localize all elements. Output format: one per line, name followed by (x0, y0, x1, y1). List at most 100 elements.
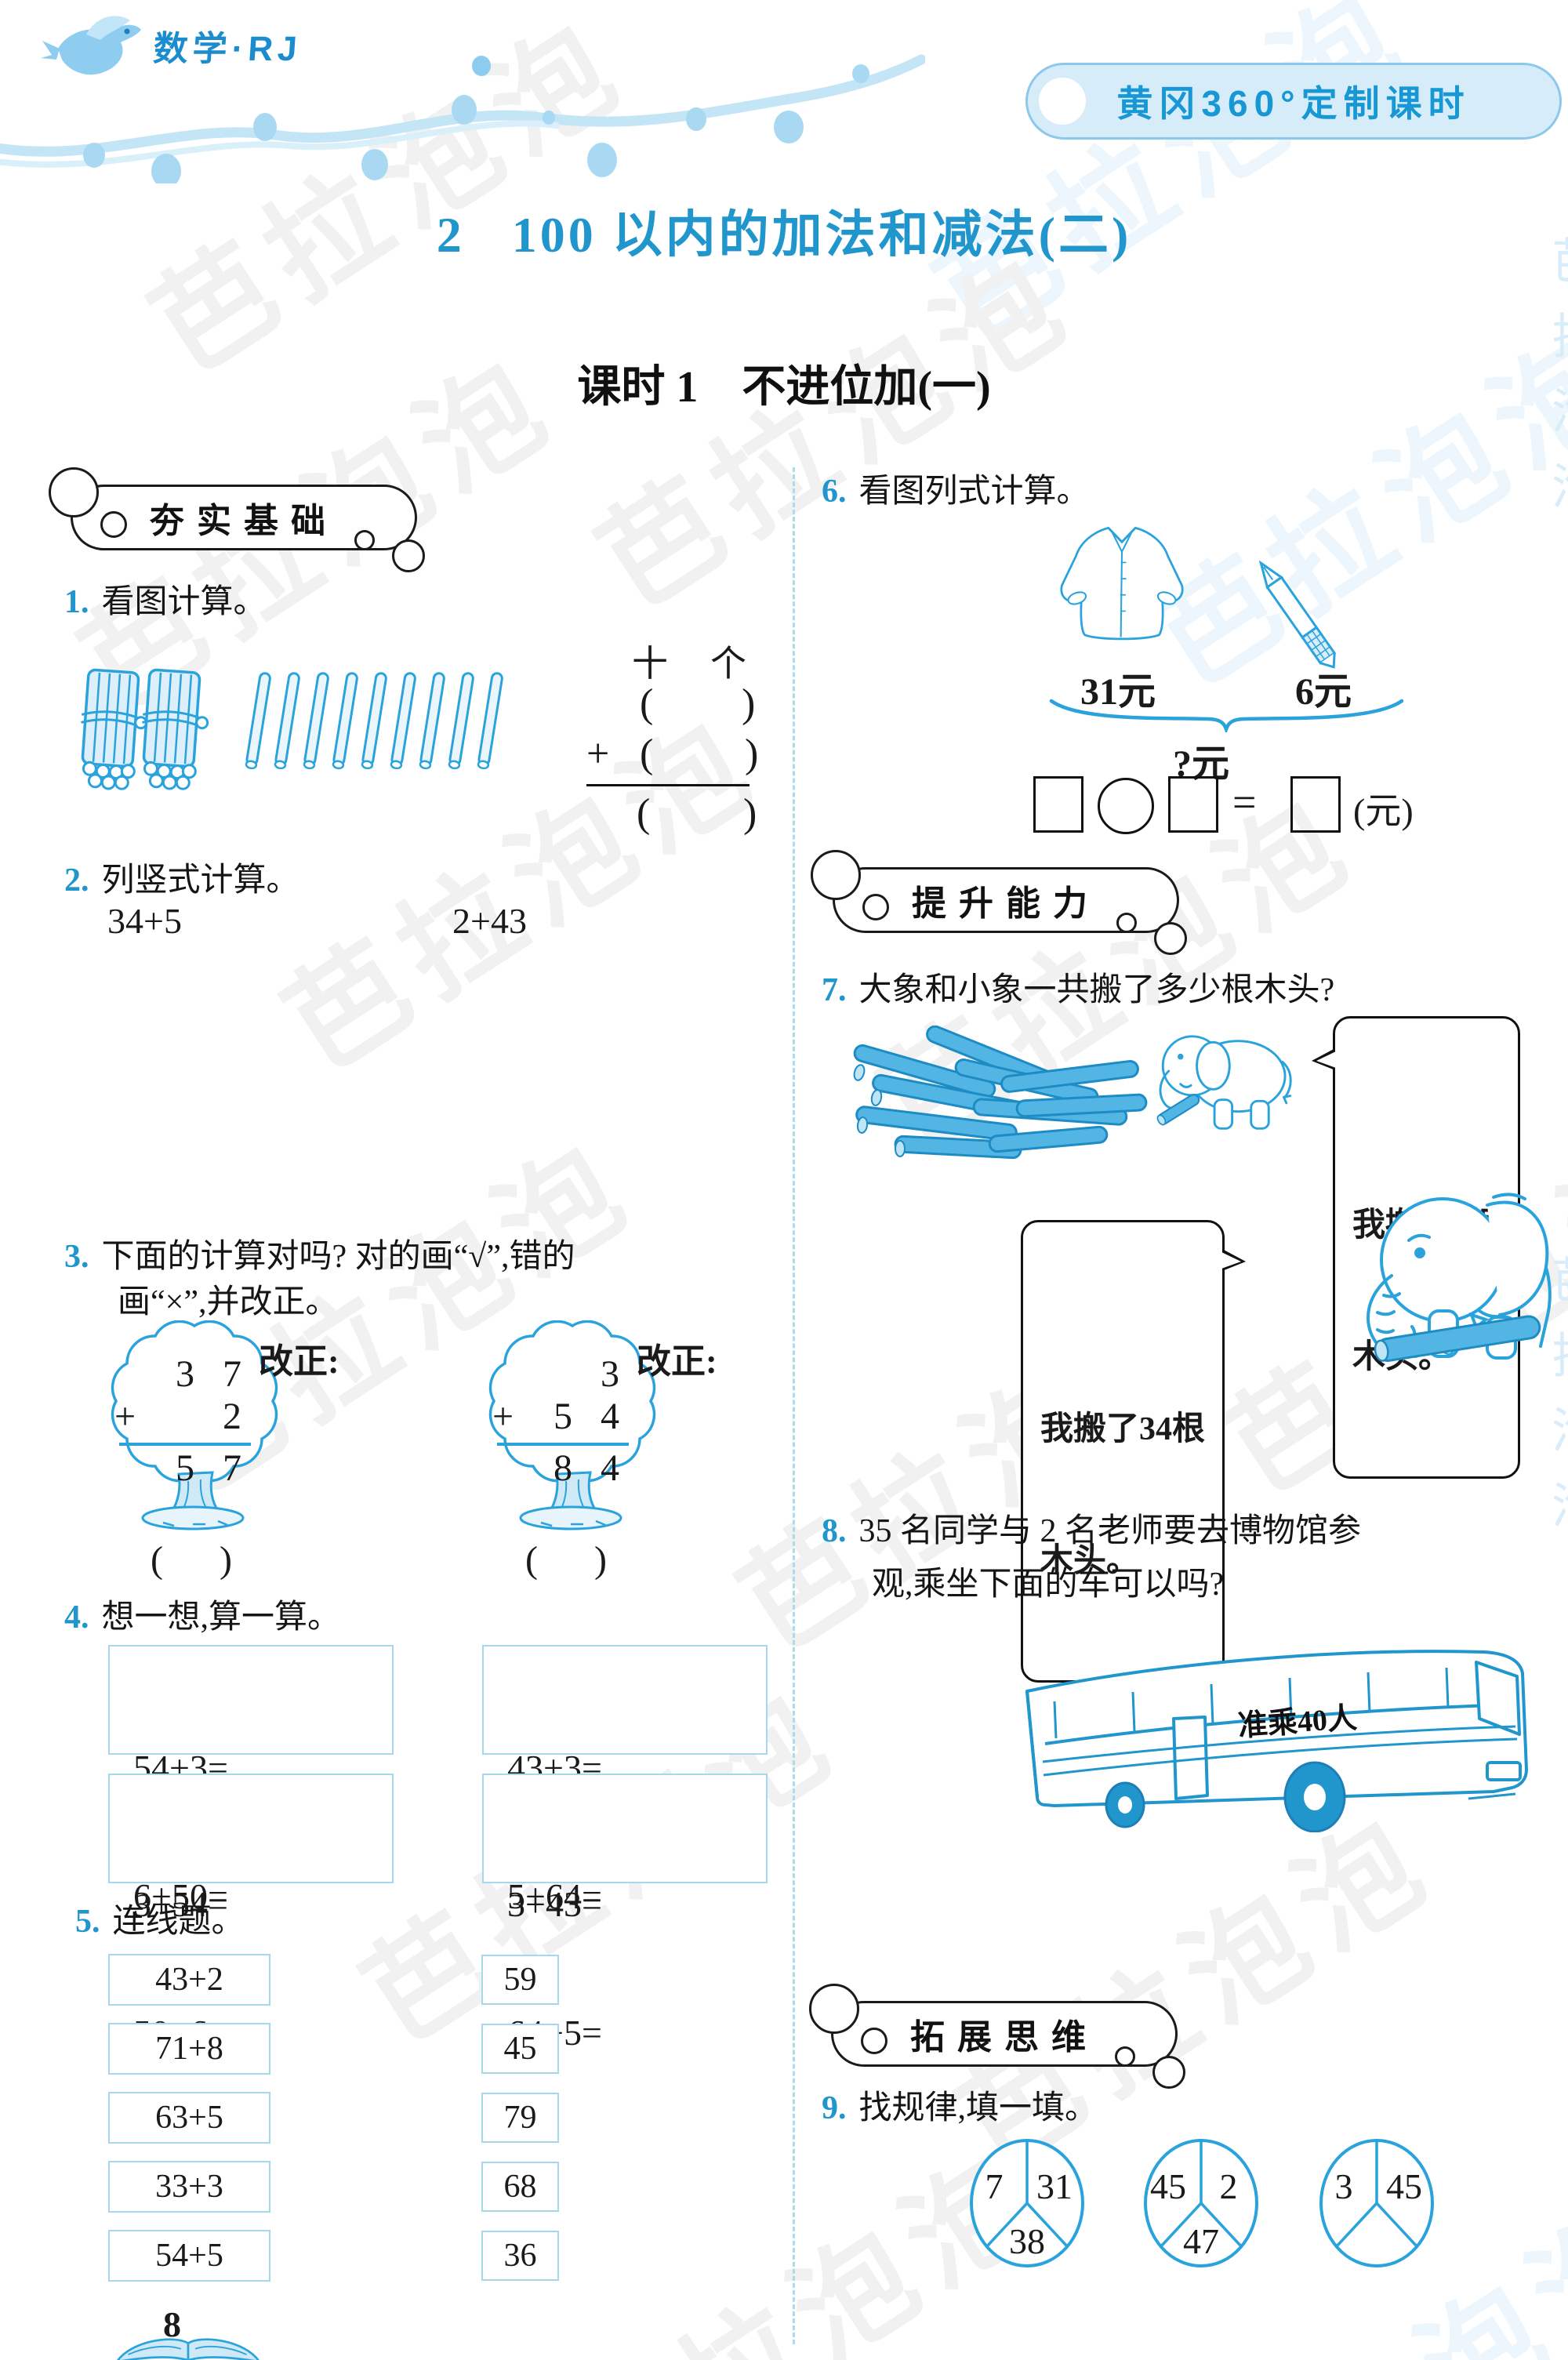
q3-number: 3. (64, 1239, 89, 1275)
q8-number: 8. (822, 1513, 847, 1549)
equation-box-2 (1168, 776, 1218, 833)
sum-line (586, 784, 750, 786)
match-left-value: 63+5 (155, 2100, 223, 2136)
pattern-circle-drawing (1144, 2139, 1258, 2267)
pattern-circle-drawing (970, 2139, 1084, 2267)
pill-circle (1154, 922, 1187, 955)
q6-text: 看图列式计算。 (858, 474, 1090, 510)
speech-bubble-big-elephant: 我搬了34根 木头。 (1021, 1220, 1247, 1683)
wave-decoration (0, 54, 925, 183)
pattern-circle-1: 7 31 38 (964, 2134, 1090, 2272)
tree-drawing (111, 1320, 278, 1530)
pill-circle (354, 530, 375, 550)
answer-paren: ) (742, 681, 756, 726)
q1-text: 看图计算。 (101, 584, 267, 620)
lesson-title: 课时 1 不进位加(一) (577, 363, 991, 412)
badge-label: 黄冈360°定制课时 (1116, 83, 1471, 124)
q7-number: 7. (822, 972, 847, 1008)
tree-check-1: 3 7 +2 5 7 (100, 1320, 289, 1532)
small-elephant-drawing (1156, 1035, 1292, 1130)
match-right-value: 45 (503, 2031, 537, 2067)
pattern-circle-drawing (1319, 2139, 1434, 2267)
sum-digits: 5 7 (176, 1447, 251, 1489)
section-expand-label: 拓展思维 (910, 2018, 1098, 2057)
bubble-tail (1221, 1252, 1242, 1269)
circle-value-right: 45 (1386, 2166, 1422, 2206)
q4-label: 4. 想一想,算一算。 (64, 1590, 340, 1638)
circle-value-right: 2 (1219, 2166, 1238, 2206)
section-improve: 提升能力 (833, 867, 1179, 933)
pill-circle (811, 850, 861, 900)
place-value-ones: 个 (710, 644, 746, 684)
calc-item: 3+54= (133, 1884, 228, 1924)
tree-drawing (488, 1320, 656, 1530)
match-right-box: 79 (481, 2093, 559, 2143)
circle-value-left: 45 (1150, 2166, 1186, 2206)
sum-line (119, 1443, 251, 1446)
match-right-value: 59 (503, 1962, 537, 1998)
match-right-value: 68 (503, 2169, 537, 2205)
addend-bottom: +2 (114, 1396, 251, 1438)
q6-number: 6. (822, 474, 847, 510)
judge-paren-2: ( ) (525, 1539, 607, 1581)
answer-paren: ) (745, 732, 759, 776)
watermark-edge-text: 芭拉泡泡 (1544, 235, 1568, 536)
place-value-tens: 十 (632, 644, 668, 684)
addend-top: 3 7 (176, 1353, 251, 1395)
subject-label: 数学·RJ (151, 30, 303, 68)
bubble-line: 木头。 (1040, 1543, 1140, 1579)
calc-box: 54+3= 3+54= (108, 1645, 394, 1924)
circle-value-bottom: 38 (1009, 2221, 1045, 2261)
q1-label: 1. 看图计算。 (64, 575, 267, 623)
answer-paren: ( (640, 681, 654, 726)
q2-label: 2. 列竖式计算。 (64, 853, 299, 901)
q4-text: 想一想,算一算。 (101, 1599, 341, 1636)
pill-circle (862, 894, 889, 920)
q6-label: 6. 看图列式计算。 (822, 464, 1090, 512)
bus-drawing: 准乘40人 (1025, 1650, 1528, 1832)
answer-paren: ( (640, 732, 654, 776)
unit-label: (元) (1353, 791, 1414, 831)
answer-paren: ) (743, 791, 757, 836)
unit-title: 2 100 以内的加法和减法(二) (0, 194, 1568, 267)
tree-check-2: 3 +5 4 8 4 (478, 1320, 666, 1532)
single-sticks (245, 672, 503, 770)
calc-box: 6+50= 50+6= (108, 1774, 394, 2053)
q7-label: 7. 大象和小象一共搬了多少根木头? (822, 963, 1334, 1011)
equation-result-box (1290, 776, 1341, 833)
plus-sign: + (586, 732, 610, 776)
unit-number: 2 (436, 207, 465, 263)
bubble-line: 我搬了34根 (1040, 1411, 1206, 1447)
match-right-box: 59 (481, 1955, 559, 2005)
addend-bottom-digits: 2 (223, 1396, 251, 1437)
addend-bottom-digits: 5 4 (554, 1396, 629, 1437)
q8-text-line2: 观,乘坐下面的车可以吗? (872, 1567, 1225, 1603)
plus-sign: + (492, 1396, 514, 1437)
price-shirt: 31元 (1080, 671, 1156, 713)
calc-box: 5+64= 64+5= (482, 1774, 768, 2053)
pattern-circle-2: 45 2 47 (1138, 2134, 1264, 2272)
calc-item: 6+50= (133, 1876, 228, 1916)
badge-dot (1039, 78, 1086, 125)
page-number: 8 (163, 2304, 181, 2344)
match-right-box: 45 (481, 2024, 559, 2074)
sum-line (497, 1443, 629, 1446)
match-right-value: 79 (503, 2100, 537, 2136)
brand-badge: 黄冈360°定制课时 (1025, 63, 1562, 140)
equation-operator-circle (1098, 778, 1154, 834)
match-left-value: 71+8 (155, 2031, 223, 2067)
pill-circle (392, 539, 425, 572)
q7-text: 大象和小象一共搬了多少根木头? (858, 972, 1335, 1008)
addend-bottom: +5 4 (492, 1396, 629, 1438)
q2-item-1: 34+5 (107, 901, 182, 941)
q9-label: 9. 找规律,填一填。 (822, 2081, 1098, 2129)
equation-box-1 (1033, 776, 1083, 833)
answer-paren: ( (637, 791, 651, 836)
plus-sign: + (114, 1396, 136, 1437)
book-icon (117, 2338, 260, 2360)
pill-circle (49, 467, 99, 517)
pill-circle (1116, 913, 1137, 933)
bubble-tail (1316, 1051, 1336, 1068)
calc-box: 43+3= 3+43= (482, 1645, 768, 1924)
sticks-figure (81, 668, 503, 790)
